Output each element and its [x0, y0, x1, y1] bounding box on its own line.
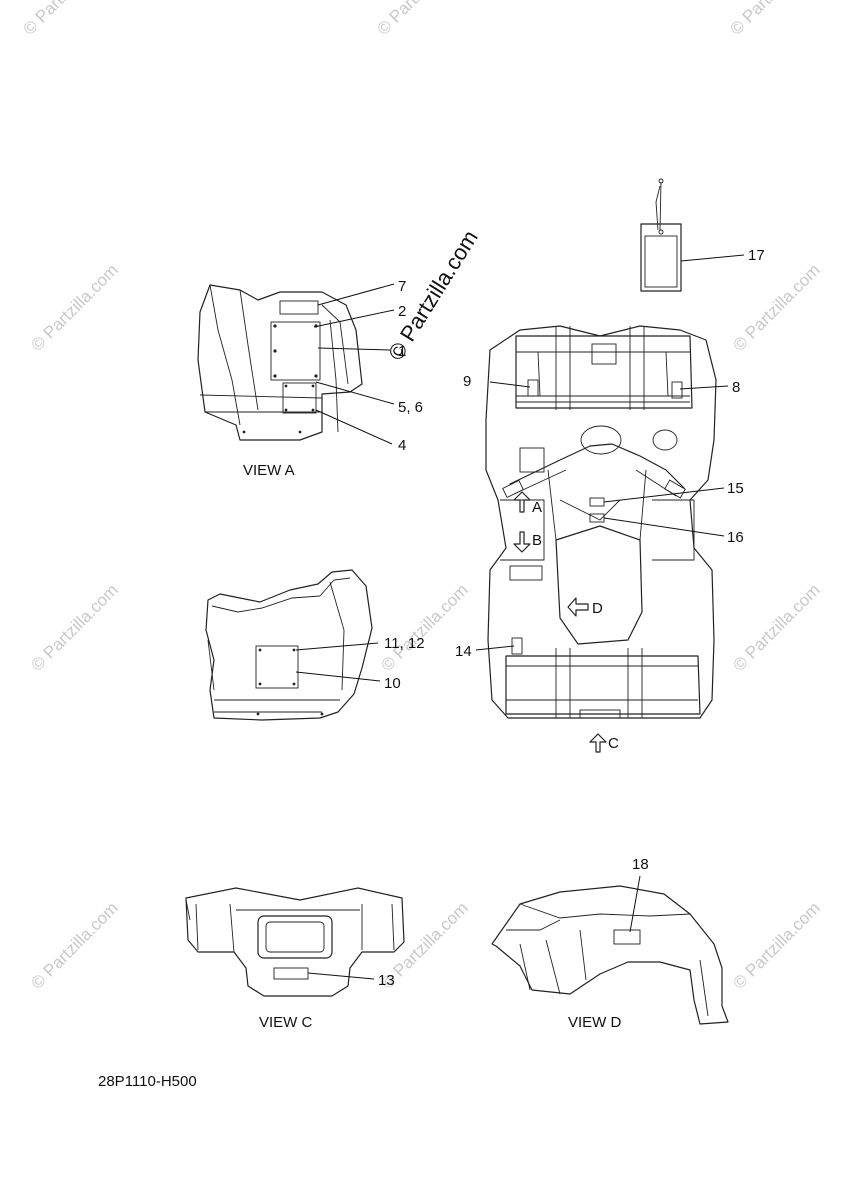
watermark: © Partzilla.com: [726, 0, 820, 39]
rear-fender-illustration: [205, 569, 381, 721]
view-arrow-a-label: A: [532, 499, 542, 516]
callout-9: 9: [463, 373, 471, 390]
atv-top-view-illustration: [475, 325, 729, 753]
callout-8: 8: [732, 379, 740, 396]
view-a-arrow-icon: [513, 491, 531, 513]
view-c-illustration: [185, 887, 405, 997]
label-9-decal: [527, 379, 539, 397]
callout-17: 17: [748, 247, 765, 264]
view-arrow-c-label: C: [608, 735, 619, 752]
watermark: © Partzilla.com: [729, 898, 823, 992]
callout-5-6: 5, 6: [398, 399, 423, 416]
view-arrow-d-label: D: [592, 600, 603, 617]
callout-2: 2: [398, 303, 406, 320]
view-arrow-b-label: B: [532, 532, 542, 549]
label-15-decal: [589, 497, 605, 507]
watermark: © Partzilla.com: [377, 580, 471, 674]
callout-15: 15: [727, 480, 744, 497]
view-d-arrow-icon: [567, 597, 589, 617]
callout-1: 1: [398, 343, 406, 360]
label-4-decal: [282, 382, 317, 414]
watermark: © Partzilla.com: [729, 260, 823, 354]
watermark: © Partzilla.com: [27, 260, 121, 354]
callout-18: 18: [632, 856, 649, 873]
watermark: © Partzilla.com: [729, 580, 823, 674]
label-18-decal: [613, 929, 641, 945]
view-d-caption: VIEW D: [568, 1014, 622, 1031]
label-1-decal: [270, 321, 321, 381]
view-a-illustration: [197, 283, 395, 445]
watermark: © Partzilla.com: [19, 0, 113, 39]
watermark-layer: © Partzilla.com © Partzilla.com © Partzi…: [19, 0, 823, 993]
callout-4: 4: [398, 437, 406, 454]
callout-13: 13: [378, 972, 395, 989]
callout-14: 14: [455, 643, 472, 660]
watermark: © Partzilla.com: [27, 898, 121, 992]
view-d-illustration: [491, 875, 729, 1025]
callout-11-12: 11, 12: [384, 635, 425, 652]
callout-7: 7: [398, 278, 406, 295]
diagram-code: 28P1110-H500: [98, 1073, 197, 1090]
view-b-arrow-icon: [513, 531, 531, 553]
view-a-caption: VIEW A: [243, 462, 295, 479]
view-c-caption: VIEW C: [259, 1014, 313, 1031]
label-13-decal: [273, 967, 309, 980]
watermark: © Partzilla.com: [27, 580, 121, 674]
label-10-decal: [255, 645, 299, 689]
label-8-decal: [671, 381, 683, 399]
view-c-arrow-icon: [589, 733, 607, 753]
hang-tag-17: [640, 178, 745, 292]
label-7-decal: [279, 300, 319, 315]
callout-16: 16: [727, 529, 744, 546]
callout-10: 10: [384, 675, 401, 692]
watermark: © Partzilla.com: [373, 0, 467, 39]
